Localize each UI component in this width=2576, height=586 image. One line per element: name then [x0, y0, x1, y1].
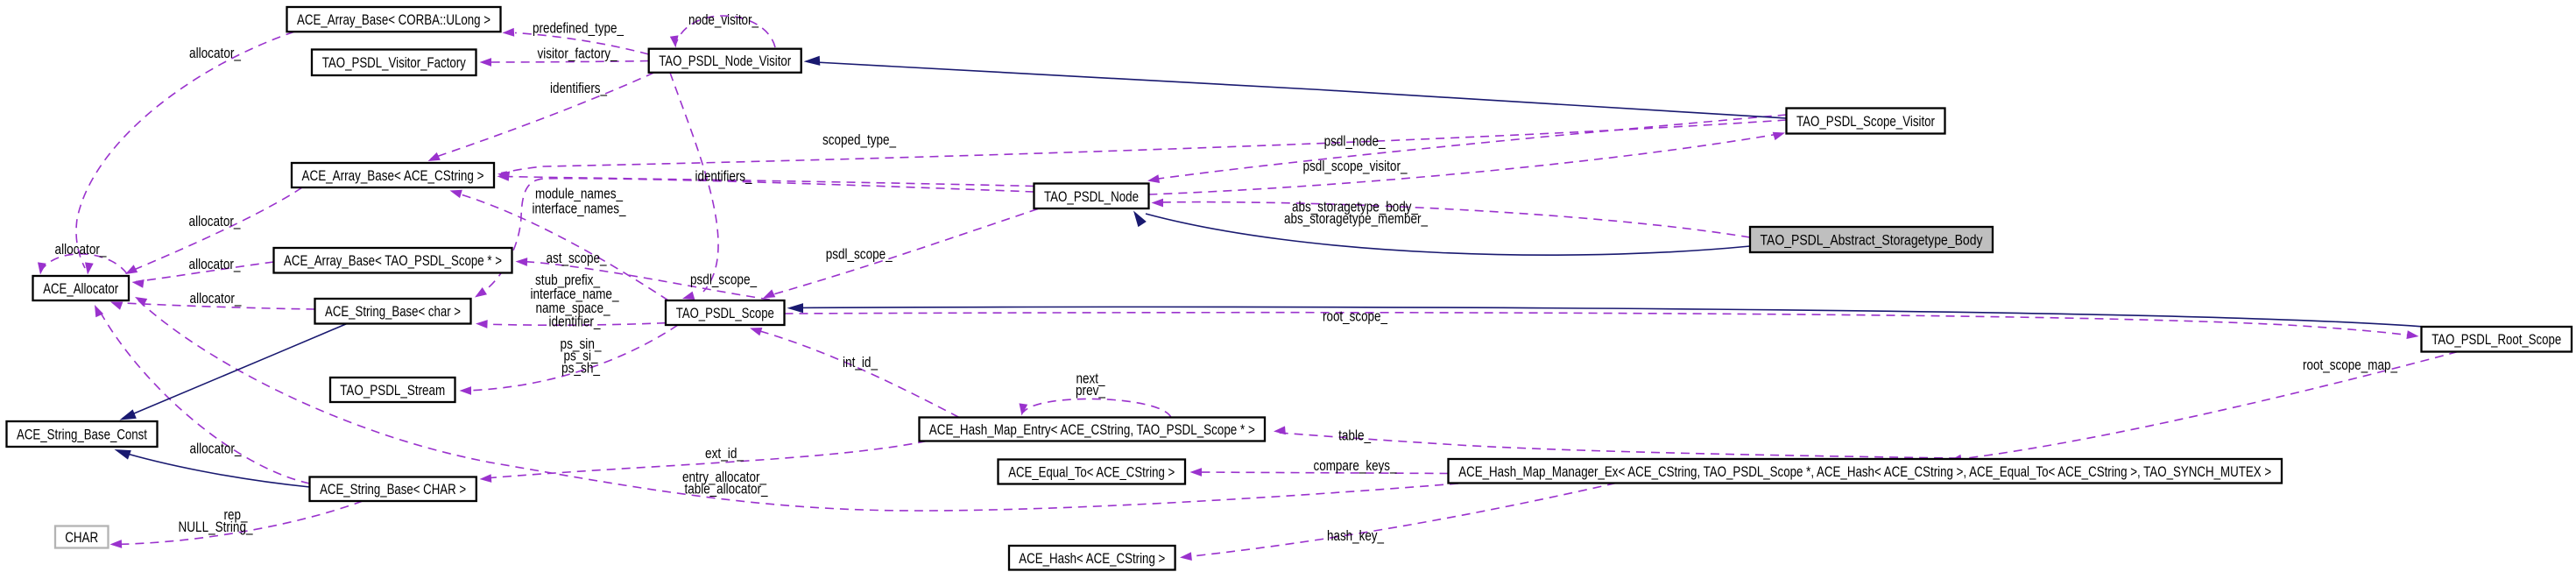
svg-text:root_scope_: root_scope_ — [1323, 309, 1388, 325]
svg-text:predefined_type_: predefined_type_ — [533, 21, 625, 37]
svg-text:scoped_type_: scoped_type_ — [822, 132, 897, 148]
svg-text:ACE_Equal_To< ACE_CString >: ACE_Equal_To< ACE_CString > — [1008, 465, 1175, 481]
svg-text:visitor_factory_: visitor_factory_ — [538, 46, 618, 62]
svg-text:ACE_Array_Base< ACE_CString >: ACE_Array_Base< ACE_CString > — [302, 168, 484, 184]
svg-text:identifiers_: identifiers_ — [550, 81, 608, 96]
svg-text:table_: table_ — [1338, 427, 1372, 443]
svg-text:ACE_String_Base< char >: ACE_String_Base< char > — [325, 304, 461, 320]
svg-text:rep_: rep_ — [224, 507, 249, 523]
svg-text:allocator_: allocator_ — [189, 214, 242, 229]
svg-text:allocator_: allocator_ — [189, 257, 242, 272]
svg-text:ps_sh_: ps_sh_ — [561, 360, 601, 376]
svg-text:hash_key_: hash_key_ — [1327, 528, 1385, 544]
svg-text:next_: next_ — [1076, 371, 1106, 386]
svg-text:ACE_String_Base_Const: ACE_String_Base_Const — [17, 427, 147, 443]
svg-text:TAO_PSDL_Scope: TAO_PSDL_Scope — [676, 306, 774, 321]
svg-text:ACE_Hash_Map_Manager_Ex< ACE_C: ACE_Hash_Map_Manager_Ex< ACE_CString, TA… — [1458, 464, 2271, 480]
svg-text:psdl_scope_: psdl_scope_ — [690, 272, 758, 288]
svg-text:identifier_: identifier_ — [549, 314, 602, 330]
svg-text:compare_keys_: compare_keys_ — [1314, 458, 1398, 474]
svg-text:TAO_PSDL_Stream: TAO_PSDL_Stream — [340, 383, 445, 399]
svg-text:TAO_PSDL_Node: TAO_PSDL_Node — [1044, 189, 1139, 205]
svg-text:allocator_: allocator_ — [190, 441, 243, 457]
svg-text:ACE_String_Base< CHAR >: ACE_String_Base< CHAR > — [320, 482, 466, 498]
svg-text:ps_sin_: ps_sin_ — [561, 336, 603, 352]
svg-text:int_id_: int_id_ — [843, 355, 879, 371]
svg-text:allocator_: allocator_ — [189, 46, 242, 61]
svg-text:name_space_: name_space_ — [536, 300, 611, 316]
svg-text:NULL_String_: NULL_String_ — [179, 519, 254, 535]
svg-text:psdl_node_: psdl_node_ — [1324, 134, 1387, 150]
svg-text:CHAR: CHAR — [65, 530, 98, 546]
svg-text:psdl_scope_: psdl_scope_ — [826, 247, 893, 263]
svg-text:allocator_: allocator_ — [190, 291, 243, 307]
svg-text:identifiers_: identifiers_ — [695, 169, 753, 185]
svg-text:ACE_Array_Base< CORBA::ULong >: ACE_Array_Base< CORBA::ULong > — [297, 12, 490, 28]
svg-text:node_visitor_: node_visitor_ — [688, 12, 759, 28]
svg-text:abs_storagetype_body_: abs_storagetype_body_ — [1292, 200, 1419, 215]
svg-text:prev_: prev_ — [1076, 383, 1106, 399]
svg-text:psdl_scope_visitor_: psdl_scope_visitor_ — [1303, 159, 1408, 174]
svg-text:TAO_PSDL_Root_Scope: TAO_PSDL_Root_Scope — [2431, 332, 2561, 348]
svg-text:ACE_Array_Base< TAO_PSDL_Scope: ACE_Array_Base< TAO_PSDL_Scope * > — [284, 253, 502, 269]
svg-text:TAO_PSDL_Visitor_Factory: TAO_PSDL_Visitor_Factory — [322, 55, 467, 71]
svg-text:interface_name_: interface_name_ — [531, 286, 620, 302]
svg-text:ast_scope_: ast_scope_ — [547, 251, 608, 266]
svg-text:ACE_Hash_Map_Entry< ACE_CStrin: ACE_Hash_Map_Entry< ACE_CString, TAO_PSD… — [929, 422, 1255, 438]
svg-text:abs_storagetype_member_: abs_storagetype_member_ — [1284, 211, 1429, 227]
svg-text:entry_allocator_: entry_allocator_ — [682, 470, 767, 485]
svg-text:root_scope_map_: root_scope_map_ — [2303, 357, 2398, 373]
svg-text:ps_si_: ps_si_ — [564, 349, 599, 364]
svg-text:ACE_Allocator: ACE_Allocator — [43, 281, 118, 297]
svg-text:allocator_: allocator_ — [55, 242, 108, 258]
svg-text:module_names_: module_names_ — [535, 187, 624, 202]
svg-text:TAO_PSDL_Abstract_Storagetype_: TAO_PSDL_Abstract_Storagetype_Body — [1761, 233, 1984, 249]
svg-text:TAO_PSDL_Node_Visitor: TAO_PSDL_Node_Visitor — [659, 53, 791, 69]
svg-text:stub_prefix_: stub_prefix_ — [535, 272, 601, 288]
svg-text:table_allocator_: table_allocator_ — [685, 482, 769, 498]
svg-text:ACE_Hash< ACE_CString >: ACE_Hash< ACE_CString > — [1019, 551, 1165, 567]
svg-text:ext_id_: ext_id_ — [705, 446, 745, 462]
svg-text:TAO_PSDL_Scope_Visitor: TAO_PSDL_Scope_Visitor — [1796, 114, 1935, 130]
svg-text:interface_names_: interface_names_ — [533, 201, 627, 217]
